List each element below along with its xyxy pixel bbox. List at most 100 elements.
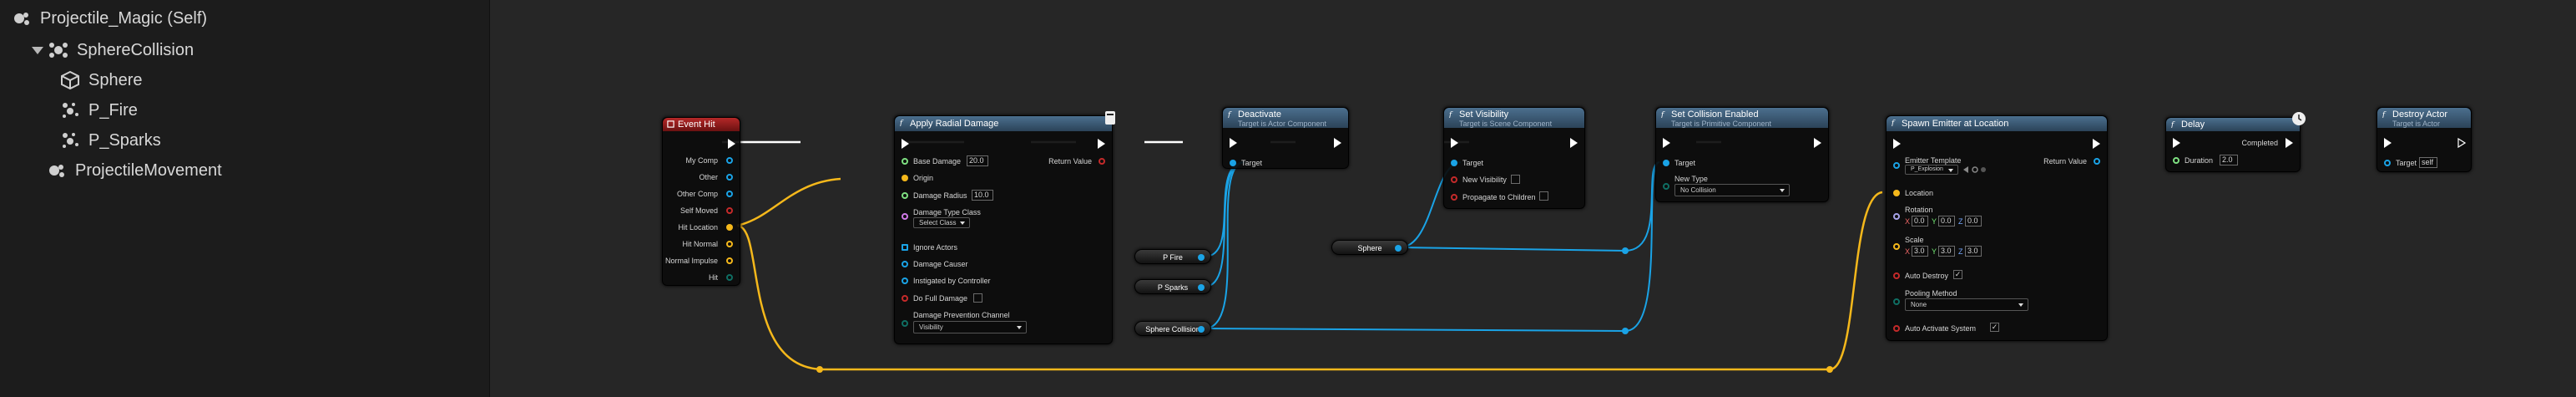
target-pin[interactable] (1230, 160, 1236, 166)
exec-in-pin[interactable] (1663, 138, 1670, 148)
tree-item-p-fire[interactable]: P_Fire (60, 100, 138, 120)
new-type-select[interactable]: No Collision (1674, 184, 1790, 196)
exec-out-pin[interactable] (2093, 139, 2100, 149)
event-hit-node[interactable]: Event Hit My Comp Other Other Comp Self … (662, 117, 740, 286)
exec-out-pin[interactable] (1570, 138, 1578, 148)
target-self-input[interactable]: self (2419, 157, 2437, 168)
full-damage-pin[interactable] (902, 295, 908, 302)
variable-out-pin[interactable] (1198, 326, 1205, 333)
tree-item-root[interactable]: Projectile_Magic (Self) (12, 8, 207, 28)
instigated-by-pin[interactable] (902, 277, 908, 284)
expand-arrow-icon[interactable] (32, 46, 43, 54)
sphere-collision-variable-node[interactable]: Sphere Collision (1134, 321, 1211, 336)
tree-item-spherecollision[interactable]: SphereCollision (32, 40, 194, 60)
apply-radial-damage-node[interactable]: f Apply Radial Damage Return Value Base … (894, 111, 1115, 344)
new-visibility-pin[interactable] (1451, 176, 1457, 183)
propagate-pin[interactable] (1451, 194, 1457, 201)
hit-normal-pin[interactable] (726, 241, 733, 247)
my-comp-pin[interactable] (726, 157, 733, 164)
duration-input[interactable]: 2.0 (2220, 155, 2238, 165)
damage-causer-pin[interactable] (902, 261, 908, 267)
damage-radius-input[interactable]: 10.0 (972, 190, 993, 201)
exec-out-pin[interactable] (1814, 138, 1821, 148)
exec-in-pin[interactable] (902, 139, 909, 149)
reroute-node[interactable] (1622, 328, 1629, 334)
base-damage-input[interactable]: 20.0 (967, 155, 988, 166)
damage-radius-pin[interactable] (902, 192, 908, 199)
deactivate-node[interactable]: f Deactivate Target is Actor Component T… (1222, 107, 1349, 169)
emitter-template-select[interactable]: P_Explosion (1905, 165, 1958, 175)
pin-label: Emitter Template (1905, 156, 1962, 165)
auto-destroy-pin[interactable] (1893, 272, 1900, 279)
self-moved-pin[interactable] (726, 207, 733, 214)
exec-in-pin[interactable] (2173, 138, 2180, 148)
rotation-z-input[interactable]: 0.0 (1965, 216, 1982, 226)
sphere-variable-node[interactable]: Sphere (1331, 240, 1408, 255)
ignore-actors-pin[interactable] (902, 244, 908, 251)
pooling-method-pin[interactable] (1893, 298, 1900, 305)
propagate-checkbox[interactable] (1539, 191, 1548, 201)
set-visibility-node[interactable]: f Set Visibility Target is Scene Compone… (1443, 107, 1585, 209)
reroute-node[interactable] (816, 366, 823, 373)
scale-z-input[interactable]: 3.0 (1965, 246, 1982, 257)
damage-type-pin[interactable] (902, 213, 908, 220)
static-mesh-icon (61, 70, 79, 90)
origin-pin[interactable] (902, 175, 908, 181)
emitter-template-pin[interactable] (1893, 162, 1900, 169)
variable-out-pin[interactable] (1198, 254, 1205, 261)
tree-item-p-sparks[interactable]: P_Sparks (60, 130, 161, 150)
target-pin[interactable] (1451, 160, 1457, 166)
return-value-pin[interactable] (2094, 158, 2100, 165)
scale-y-input[interactable]: 3.0 (1938, 246, 1955, 257)
other-pin[interactable] (726, 174, 733, 181)
exec-in-pin[interactable] (1451, 138, 1458, 148)
tree-item-projectilemovement[interactable]: ProjectileMovement (47, 160, 222, 181)
delay-node[interactable]: f Delay Completed Duration 2.0 (2165, 112, 2306, 172)
p-sparks-variable-node[interactable]: P Sparks (1134, 279, 1211, 294)
exec-out-pin[interactable] (1098, 139, 1105, 149)
variable-out-pin[interactable] (1395, 245, 1402, 252)
exec-out-pin[interactable] (728, 139, 735, 149)
spawn-emitter-node[interactable]: f Spawn Emitter at Location Emitter Temp… (1886, 115, 2108, 341)
prevention-channel-select[interactable]: Visibility (913, 321, 1027, 333)
exec-in-pin[interactable] (2384, 138, 2392, 148)
pooling-method-select[interactable]: None (1905, 298, 2028, 311)
scale-pin[interactable] (1893, 243, 1900, 250)
set-collision-enabled-node[interactable]: f Set Collision Enabled Target is Primit… (1655, 107, 1829, 202)
duration-pin[interactable] (2173, 157, 2179, 164)
reroute-node[interactable] (1622, 247, 1629, 254)
browse-icons[interactable] (1962, 165, 1987, 175)
rotation-y-input[interactable]: 0.0 (1938, 216, 1955, 226)
return-value-pin[interactable] (1099, 158, 1105, 165)
base-damage-pin[interactable] (902, 158, 908, 165)
p-fire-variable-node[interactable]: P Fire (1134, 249, 1211, 264)
hit-location-pin[interactable] (726, 224, 733, 231)
other-comp-pin[interactable] (726, 191, 733, 197)
completed-exec-pin[interactable] (2286, 138, 2293, 148)
tree-item-sphere[interactable]: Sphere (60, 70, 143, 90)
location-pin[interactable] (1893, 190, 1900, 196)
new-visibility-checkbox[interactable] (1511, 175, 1520, 184)
auto-activate-pin[interactable] (1893, 325, 1900, 332)
full-damage-checkbox[interactable] (973, 293, 982, 303)
reroute-node[interactable] (1826, 366, 1833, 373)
destroy-actor-node[interactable]: f Destroy Actor Target is Actor Target s… (2376, 107, 2472, 172)
variable-out-pin[interactable] (1198, 284, 1205, 291)
auto-destroy-checkbox[interactable]: ✓ (1953, 270, 1962, 279)
rotation-x-input[interactable]: 0.0 (1912, 216, 1928, 226)
damage-type-select[interactable]: Select Class (913, 217, 970, 228)
rotation-pin[interactable] (1893, 213, 1900, 220)
exec-in-pin[interactable] (1230, 138, 1237, 148)
scale-x-input[interactable]: 3.0 (1912, 246, 1928, 257)
prevention-channel-pin[interactable] (902, 320, 908, 327)
auto-activate-checkbox[interactable]: ✓ (1990, 323, 1999, 332)
new-type-pin[interactable] (1663, 183, 1669, 190)
normal-impulse-pin[interactable] (726, 257, 733, 264)
function-icon: f (2170, 121, 2175, 128)
target-pin[interactable] (2384, 160, 2391, 166)
exec-out-pin[interactable] (1334, 138, 1341, 148)
hit-pin[interactable] (726, 274, 733, 281)
exec-in-pin[interactable] (1893, 139, 1901, 149)
event-graph[interactable]: Event Hit My Comp Other Other Comp Self … (490, 0, 2576, 397)
target-pin[interactable] (1663, 160, 1669, 166)
